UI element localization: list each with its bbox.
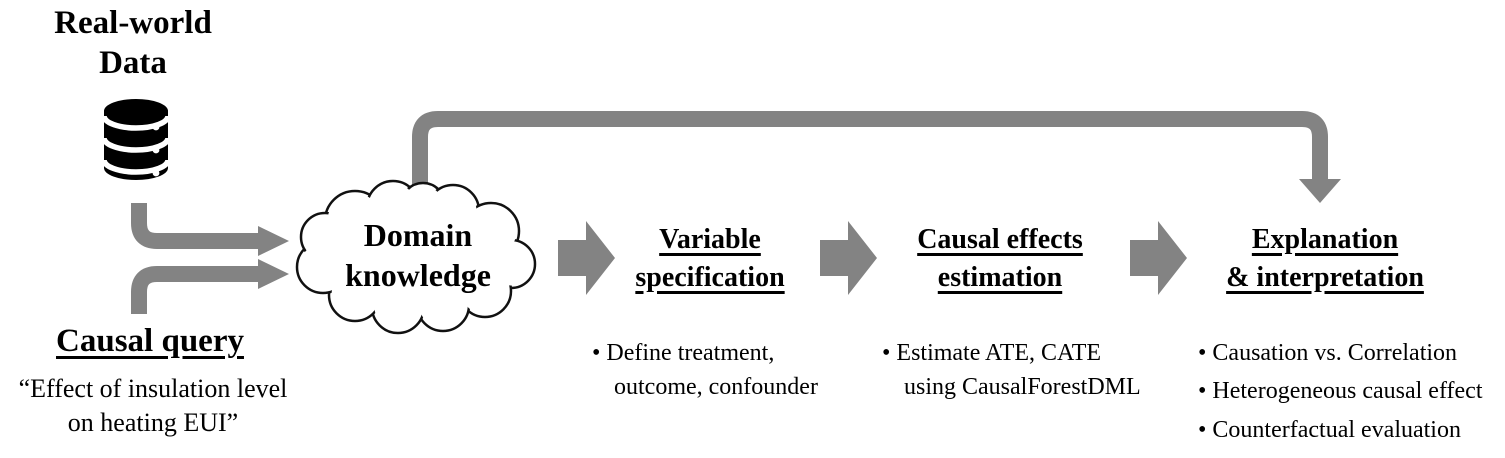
causal-query-label: Causal query	[56, 323, 244, 359]
cloud-shape-icon	[295, 179, 537, 335]
bullet-counterfactual-evaluation: • Counterfactual evaluation	[1198, 416, 1461, 443]
real-world-data-label: Real-world Data	[54, 5, 212, 81]
data-to-domain-arrow	[131, 203, 289, 256]
domain-knowledge-label: Domain knowledge	[345, 217, 491, 293]
stage-title-explanation-interpretation: Explanation & interpretation	[1226, 224, 1424, 293]
feedback-arrow	[412, 111, 1341, 203]
bullet-causation-vs-correlation: • Causation vs. Correlation	[1198, 340, 1458, 366]
domain-knowledge-cloud: Domain knowledge	[293, 169, 543, 341]
feedback-arrowhead-icon	[1299, 179, 1341, 203]
query-arrowhead-icon	[258, 259, 289, 289]
stage-arrow-2-icon	[820, 221, 877, 295]
stage-title-causal-effects-estimation: Causal effects estimation	[917, 224, 1083, 293]
query-to-domain-arrow	[131, 259, 289, 314]
causal-query-quote: “Effect of insulation level on heating E…	[18, 374, 288, 438]
stage-bullets-variable-specification: • Define treatment, outcome, confounder	[592, 340, 818, 401]
stage-title-variable-specification: Variable specification	[635, 224, 785, 293]
data-arrowhead-icon	[258, 226, 289, 256]
database-icon	[101, 99, 171, 180]
bullet-heterogeneous-causal-effect: • Heterogeneous causal effect	[1198, 378, 1483, 405]
stage-bullets-explanation-interpretation: • Causation vs. Correlation • Heterogene…	[1198, 334, 1505, 449]
stage-arrow-3-icon	[1130, 221, 1187, 295]
stage-bullets-causal-effects-estimation: • Estimate ATE, CATE using CausalForestD…	[882, 340, 1141, 401]
stage-arrow-1-icon	[558, 221, 615, 295]
